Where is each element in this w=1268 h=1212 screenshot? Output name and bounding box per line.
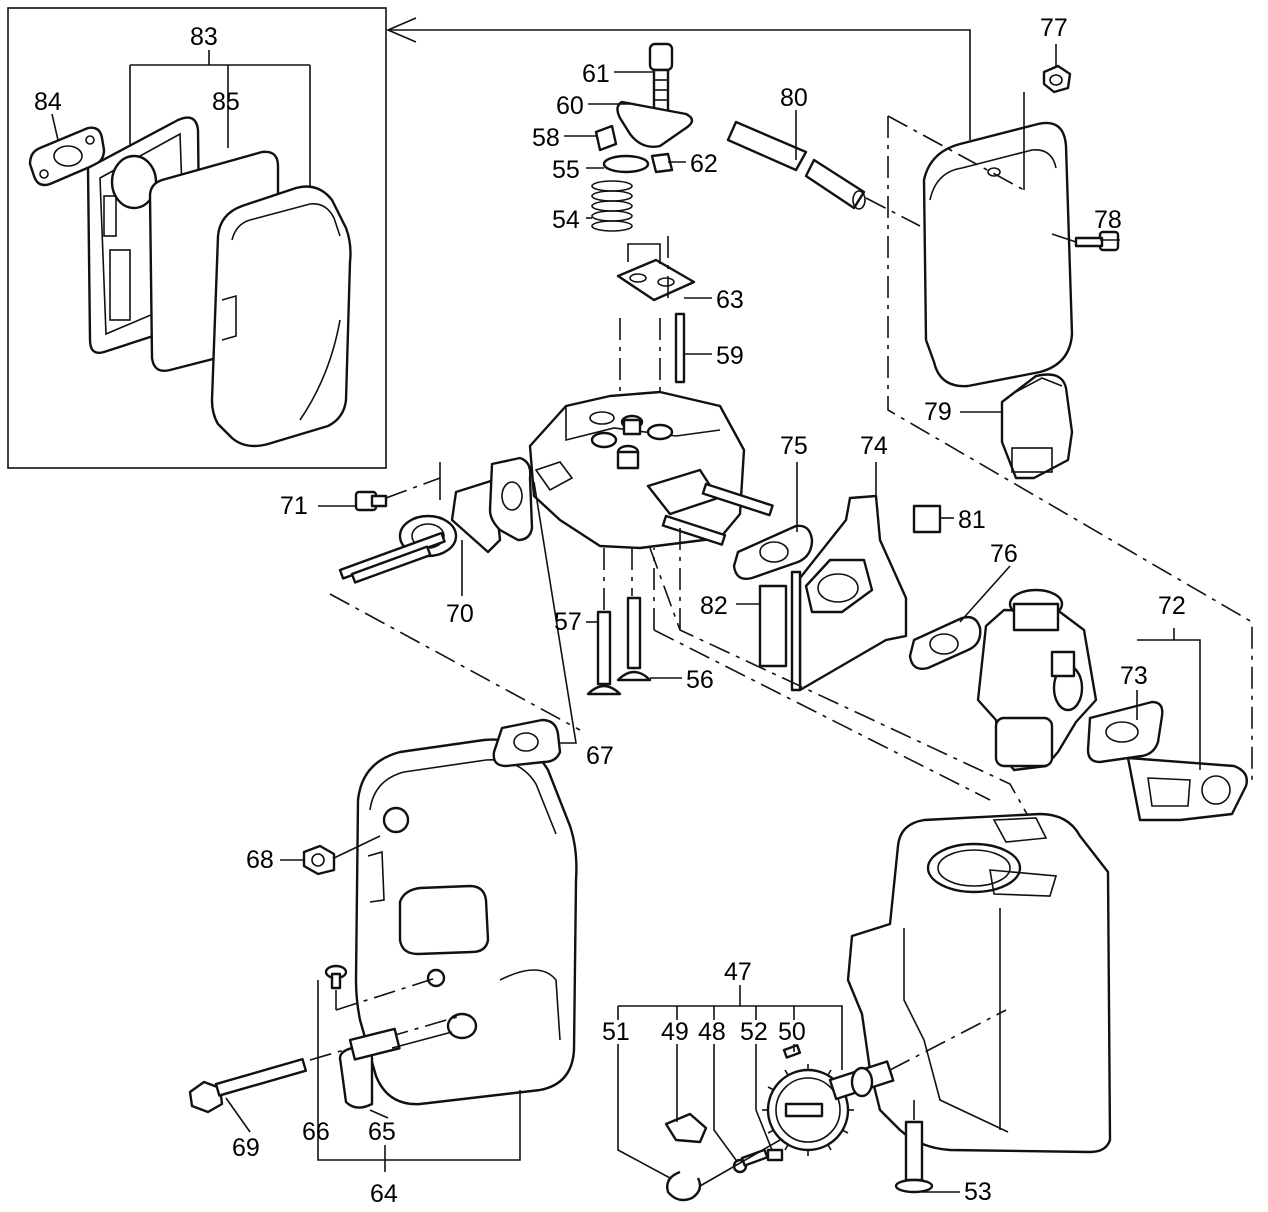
tappet-53 bbox=[894, 1120, 934, 1194]
callout-78: 78 bbox=[1094, 206, 1122, 234]
callout-51: 51 bbox=[602, 1018, 630, 1046]
valves bbox=[586, 548, 652, 696]
callout-60: 60 bbox=[556, 92, 584, 120]
callout-55: 55 bbox=[552, 156, 580, 184]
air-cleaner-cover bbox=[210, 185, 352, 448]
head-cover-64 bbox=[354, 738, 578, 1106]
callout-74: 74 bbox=[860, 432, 888, 460]
gasket-67 bbox=[492, 718, 562, 768]
callout-80: 80 bbox=[780, 84, 808, 112]
rocker-arm-60 bbox=[616, 100, 694, 148]
exhaust-flange-70 bbox=[338, 478, 502, 584]
tube-65 bbox=[338, 1027, 401, 1109]
bolt-69 bbox=[188, 1057, 308, 1114]
callout-54: 54 bbox=[552, 206, 580, 234]
plug-71 bbox=[354, 490, 388, 512]
callout-63: 63 bbox=[716, 286, 744, 314]
callout-labels: 83 84 85 61 60 58 55 54 62 63 59 80 77 7… bbox=[34, 14, 1186, 1208]
spring-52 bbox=[766, 1148, 784, 1162]
callout-67: 67 bbox=[586, 742, 614, 770]
valve-train bbox=[591, 42, 696, 430]
gasket-75 bbox=[732, 524, 814, 580]
callout-69: 69 bbox=[232, 1134, 260, 1162]
callout-71: 71 bbox=[280, 492, 308, 520]
callout-50: 50 bbox=[778, 1018, 806, 1046]
callout-64: 64 bbox=[370, 1180, 398, 1208]
block-81 bbox=[912, 504, 942, 534]
screw-66 bbox=[324, 964, 348, 990]
callout-85: 85 bbox=[212, 88, 240, 116]
clip-51 bbox=[666, 1170, 702, 1202]
callout-75: 75 bbox=[780, 432, 808, 460]
filter-cover-top bbox=[922, 121, 1074, 388]
cylinder-head bbox=[528, 390, 774, 550]
callout-81: 81 bbox=[958, 506, 986, 534]
leader-lines bbox=[225, 44, 1120, 1193]
valve-56 bbox=[626, 596, 642, 670]
bolt-78 bbox=[1074, 230, 1120, 252]
valve-57 bbox=[596, 610, 612, 686]
camshaft-47 bbox=[762, 1044, 895, 1156]
nut-68 bbox=[302, 844, 336, 876]
callout-52: 52 bbox=[740, 1018, 768, 1046]
callout-47: 47 bbox=[724, 958, 752, 986]
callout-84: 84 bbox=[34, 88, 62, 116]
callout-56: 56 bbox=[686, 666, 714, 694]
callout-62: 62 bbox=[690, 150, 718, 178]
intake-duct-79 bbox=[1000, 373, 1074, 480]
gasket-76 bbox=[908, 615, 982, 670]
callout-48: 48 bbox=[698, 1018, 726, 1046]
guide-plate-63 bbox=[616, 258, 696, 302]
callout-53: 53 bbox=[964, 1178, 992, 1206]
crankcase bbox=[846, 812, 1112, 1154]
inset-pointer-line bbox=[388, 29, 971, 140]
breather-tube-80 bbox=[726, 120, 866, 210]
callout-70: 70 bbox=[446, 600, 474, 628]
spring-retainer-55 bbox=[602, 154, 650, 174]
valve-spring-54 bbox=[591, 180, 633, 232]
inset-frame bbox=[7, 7, 387, 469]
callout-77: 77 bbox=[1040, 14, 1068, 42]
nut-77 bbox=[1042, 64, 1072, 94]
pin-48 bbox=[732, 1148, 769, 1174]
gasket-73 bbox=[1086, 700, 1164, 764]
callout-66: 66 bbox=[302, 1118, 330, 1146]
baffle-74 bbox=[790, 494, 908, 692]
callout-72: 72 bbox=[1158, 592, 1186, 620]
inset-arrowhead bbox=[385, 17, 417, 43]
air-cleaner-inset bbox=[7, 7, 971, 469]
callout-65: 65 bbox=[368, 1118, 396, 1146]
callout-57: 57 bbox=[554, 608, 582, 636]
weight-49 bbox=[664, 1112, 708, 1144]
callout-79: 79 bbox=[924, 398, 952, 426]
callout-68: 68 bbox=[246, 846, 274, 874]
callout-61: 61 bbox=[582, 60, 610, 88]
callout-73: 73 bbox=[1120, 662, 1148, 690]
valve-cotter-58 bbox=[594, 124, 618, 152]
studs bbox=[661, 482, 774, 546]
callout-82: 82 bbox=[700, 592, 728, 620]
callout-76: 76 bbox=[990, 540, 1018, 568]
callout-59: 59 bbox=[716, 342, 744, 370]
bracket-72 bbox=[1126, 756, 1248, 822]
insulator-82 bbox=[758, 584, 788, 668]
callout-83: 83 bbox=[190, 23, 218, 51]
bolt-61 bbox=[648, 42, 674, 114]
gasket-exhaust bbox=[488, 456, 534, 542]
push-rod-59 bbox=[674, 312, 686, 384]
pivot-nut-62 bbox=[650, 152, 674, 174]
callout-58: 58 bbox=[532, 124, 560, 152]
carburetor bbox=[976, 588, 1098, 772]
callout-49: 49 bbox=[661, 1018, 689, 1046]
